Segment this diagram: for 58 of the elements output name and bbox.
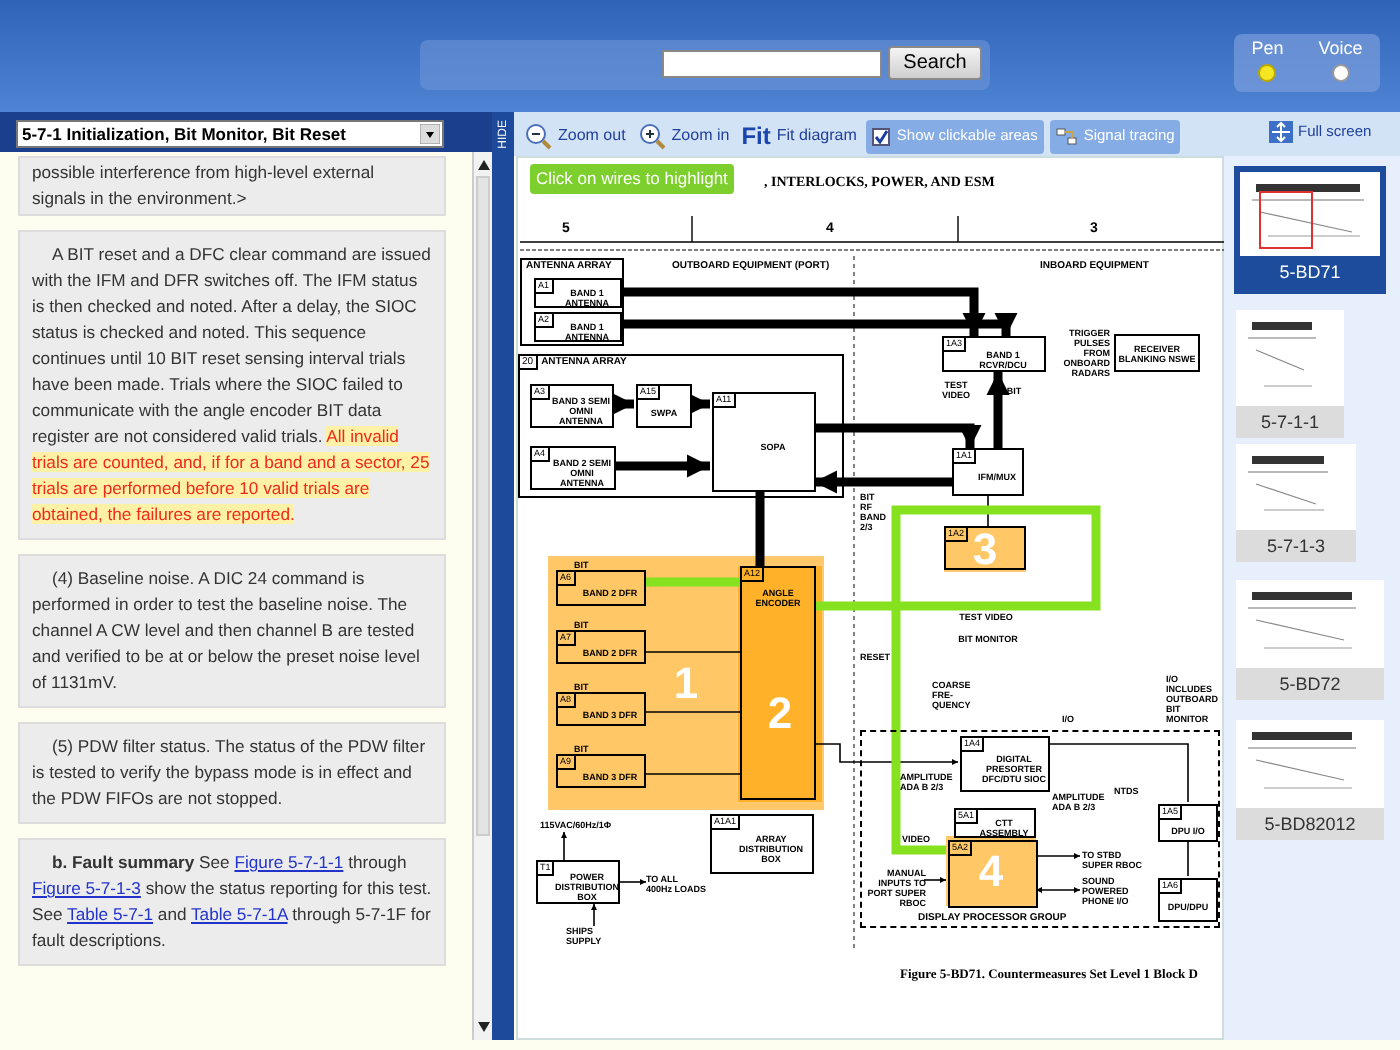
thumbnail-label: 5-BD82012: [1264, 812, 1356, 838]
unit-box: [534, 278, 622, 308]
unit-box: [712, 392, 816, 492]
signal-bus-arrow: [986, 372, 1010, 448]
wire-arrow: [923, 876, 947, 884]
assembly-frame: [520, 258, 624, 346]
signal-bus-arrow: [610, 392, 634, 416]
hint-badge: Click on wires to highlight: [530, 164, 734, 194]
wire-arrow: [619, 878, 647, 886]
search-button: Search: [888, 46, 982, 80]
link: Table 5-7-1: [67, 904, 154, 924]
wire-arrow: [1035, 886, 1081, 894]
paragraph-text: b. Fault summary See Figure 5-7-1-1 through Figure 5-7-1-3 show the status reporting for this test. See Table 5-7-1 and Table 5-7-1A through 5-7-1F for fault descriptions.: [32, 850, 432, 954]
signal-bus-arrow: [814, 470, 952, 494]
unit-box: [530, 446, 616, 490]
thumbnail-label: 5-7-1-3: [1266, 534, 1325, 560]
area-number: 3: [972, 527, 998, 571]
signal-bus-arrow: [620, 287, 986, 336]
toolbar-link: Zoom in: [671, 124, 730, 148]
area-number: 1: [673, 661, 699, 705]
paragraph-text: A BIT reset and a DFC clear command are issued with the IFM and DFR switches off. The IFM status is then checked and noted. After a delay, the SIOC status is checked and noted. This sequence continues until 10 BIT reset sensing interval trials have been made. Trials where the SIOC failed to communicate with the angle encoder BIT data register are not considered valid trials. All invalid trials are counted, and, if for a band and a sector, 25 trials are performed before 10 valid trials are obtained, the failures are reported.: [32, 242, 432, 528]
thumbnail-label: 5-BD72: [1279, 672, 1341, 698]
unit-box: [710, 814, 814, 874]
thumbnail-label: 5-7-1-1: [1260, 410, 1319, 436]
link: Figure 5-7-1-3: [32, 878, 141, 898]
wire-arrow: [560, 831, 568, 861]
area-number: 4: [978, 849, 1004, 893]
toolbar-link: Fit diagram: [776, 124, 857, 148]
unit-box: [952, 448, 1024, 496]
link: Table 5-7-1A: [191, 904, 288, 924]
section-dropdown: 5-7-1 Initialization, Bit Monitor, Bit Reset: [16, 120, 444, 148]
unit-box: [942, 336, 1046, 372]
unit-box: [960, 736, 1050, 792]
signal-bus-arrow: [614, 454, 710, 478]
wire-arrow: [1035, 852, 1081, 860]
link: Figure 5-7-1-1: [234, 852, 344, 872]
fit-icon: Fit: [741, 124, 771, 148]
unit-box: [1158, 878, 1218, 922]
group-frame: [860, 730, 1220, 928]
unit-box: [954, 808, 1036, 838]
unit-box: [534, 312, 622, 342]
signal-bus-arrow: [814, 423, 982, 448]
paragraph-text: (4) Baseline noise. A DIC 24 command is performed in order to test the baseline noise. The channel A CW level and then channel B are tested and verified to be at or below the preset noise level of 1131mV.: [32, 566, 422, 696]
unit-box: [536, 860, 620, 904]
paragraph-text: possible interference from high-level external signals in the environment.>: [32, 160, 377, 212]
paragraph-text: (5) PDW filter status. The status of the PDW filter is tested to verify the bypass mode is in effect and the PDW FIFOs are not stopped.: [32, 734, 428, 812]
mode-label: Voice: [1318, 38, 1363, 58]
unit-box: [1158, 804, 1218, 842]
signal-bus-arrow: [620, 312, 1018, 336]
wire-arrow: [815, 743, 959, 766]
mode-label: Pen: [1251, 38, 1284, 58]
wire-arrow: [590, 903, 598, 927]
assembly-frame: [518, 354, 844, 498]
toolbar-link: Zoom out: [558, 124, 626, 148]
unit-box: [636, 384, 692, 428]
thumbnail-label: 5-BD71: [1279, 260, 1341, 286]
unit-box: [530, 384, 614, 428]
area-number: 2: [767, 692, 793, 736]
